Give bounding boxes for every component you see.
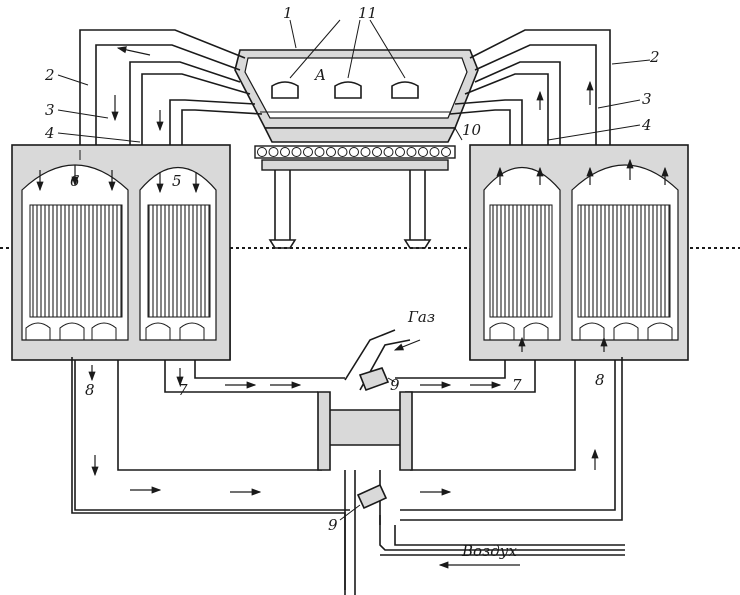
label-air: Воздух — [461, 542, 517, 560]
label-8-left: 8 — [85, 381, 95, 399]
label-8-right: 8 — [595, 371, 605, 389]
hearth-roller — [268, 147, 279, 157]
burner-ports — [271, 19, 419, 99]
hearth-roller — [383, 147, 394, 157]
label-9-top: 9 — [390, 376, 400, 394]
hearth-roller — [406, 147, 417, 157]
hearth-roller — [326, 147, 336, 157]
hearth-roller — [349, 147, 359, 157]
reversing-valves — [356, 367, 390, 510]
label-10: 10 — [462, 121, 482, 139]
hearth-roller — [360, 147, 371, 157]
label-7-left: 7 — [178, 381, 188, 399]
hearth-roller — [429, 147, 440, 157]
hearth-roller — [303, 147, 313, 157]
label-2-left: 2 — [44, 66, 55, 84]
label-5: 5 — [172, 172, 182, 190]
hearth-roller — [395, 147, 405, 157]
hearth-roller — [441, 147, 451, 157]
hearth-roller — [418, 147, 428, 157]
flow-arrows — [36, 46, 669, 569]
label-2-right: 2 — [649, 48, 660, 66]
hearth-roller — [337, 147, 348, 157]
hearth-roller — [314, 147, 325, 157]
regenerators-right — [469, 144, 689, 361]
leader-lines — [57, 19, 651, 521]
flues-left — [79, 29, 263, 150]
working-chamber — [234, 49, 479, 143]
lower-ducts — [71, 329, 625, 595]
hearth-roller — [372, 147, 382, 157]
label-1: 1 — [283, 4, 293, 22]
label-4-right: 4 — [641, 116, 652, 134]
label-9-bottom: 9 — [328, 516, 338, 534]
label-chamber: A — [313, 66, 326, 84]
regenerators-left — [11, 144, 231, 361]
label-gas: Газ — [407, 308, 435, 326]
label-4-left: 4 — [44, 124, 55, 142]
hearth-roller — [280, 147, 290, 157]
label-7-right: 7 — [512, 376, 522, 394]
label-3-right: 3 — [642, 90, 652, 108]
label-3-left: 3 — [45, 101, 55, 119]
label-6: 6 — [70, 172, 80, 190]
hearth-rollers — [254, 145, 456, 249]
label-11: 11 — [358, 4, 377, 22]
hearth-roller — [291, 147, 302, 157]
flues-right — [449, 29, 611, 150]
hearth-roller — [257, 147, 267, 157]
